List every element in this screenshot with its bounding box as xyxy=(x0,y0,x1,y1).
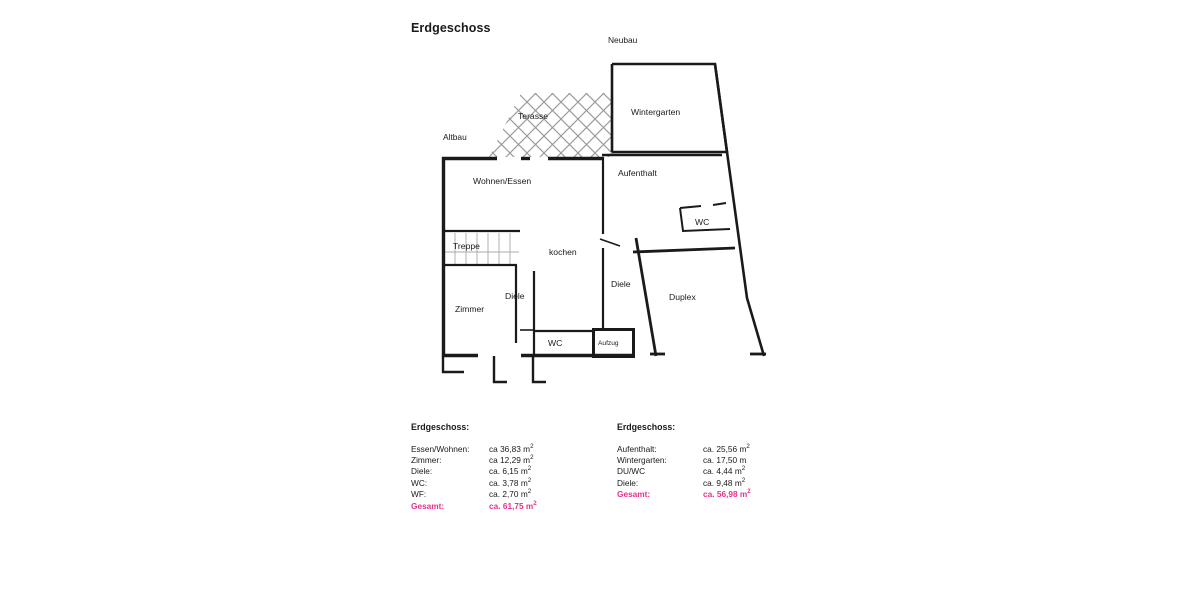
page-title: Erdgeschoss xyxy=(411,21,491,35)
room-label-duplex: Duplex xyxy=(669,292,696,302)
legend-right-title: Erdgeschoss: xyxy=(617,422,676,432)
legend-row: Zimmer: ca 12,29 m2 xyxy=(411,454,537,467)
legend-total-label: Gesamt: xyxy=(617,489,651,500)
legend-row: Diele: ca. 9,48 m2 xyxy=(617,476,751,490)
legend-label: WF: xyxy=(411,488,427,499)
legend-neubau: Erdgeschoss: Aufenthalt: ca. 25,56 m2 Wi… xyxy=(617,423,751,502)
legend-total-row: Gesamt: ca. 61,75 m2 xyxy=(411,500,537,513)
legend-label: Diele: xyxy=(617,477,639,488)
legend-row: WF: ca. 2,70 m2 xyxy=(411,488,537,501)
terrace-hatch-area xyxy=(489,93,612,157)
bottom-wall-stubs xyxy=(441,356,546,384)
wc-right-room xyxy=(679,202,731,233)
room-label-diele-left: Diele xyxy=(505,291,525,301)
legend-total-label: Gesamt: xyxy=(411,500,445,511)
legend-left-table: Essen/Wohnen: ca 36,83 m2 Zimmer: ca 12,… xyxy=(411,443,537,513)
legend-right-table: Aufenthalt: ca. 25,56 m2 Wintergarten: c… xyxy=(617,443,751,502)
label-neubau: Neubau xyxy=(608,35,638,45)
legend-label: Zimmer: xyxy=(411,455,442,466)
legend-value: ca. 17,50 m xyxy=(703,455,747,466)
legend-row: Wintergarten: ca. 17,50 m xyxy=(617,456,751,467)
legend-total-row: Gesamt: ca. 56,98 m2 xyxy=(617,488,751,502)
duplex-room xyxy=(632,237,766,357)
room-label-aufenthalt: Aufenthalt xyxy=(618,168,657,178)
room-label-wc-right: WC xyxy=(695,217,709,227)
label-altbau: Altbau xyxy=(443,132,467,142)
interior-walls xyxy=(443,157,605,356)
legend-value: ca. 9,48 m2 xyxy=(703,476,746,488)
legend-value: ca. 3,78 m2 xyxy=(489,476,532,488)
floorplan-drawing: Neubau Altbau Terasse Wintergarten Wohne… xyxy=(441,35,766,384)
room-label-treppe: Treppe xyxy=(453,241,480,251)
legend-row: WC: ca. 3,78 m2 xyxy=(411,476,537,490)
legend-label: Diele: xyxy=(411,466,433,477)
room-label-diele-right: Diele xyxy=(611,279,631,289)
legend-left-title: Erdgeschoss: xyxy=(411,422,470,432)
legend-value: ca. 4,44 m2 xyxy=(703,465,746,477)
room-label-aufzug: Aufzug xyxy=(598,340,619,347)
door-openings xyxy=(520,238,621,331)
legend-total-value: ca. 56,98 m2 xyxy=(703,488,751,500)
legend-row: DU/WC ca. 4,44 m2 xyxy=(617,465,751,478)
legend-label: Essen/Wohnen: xyxy=(411,443,470,454)
room-label-wintergarten: Wintergarten xyxy=(631,107,680,117)
legend-label: Wintergarten: xyxy=(617,455,667,466)
legend-altbau: Erdgeschoss: Essen/Wohnen: ca 36,83 m2 Z… xyxy=(411,423,537,513)
legend-value: ca 12,29 m2 xyxy=(489,454,534,466)
legend-value: ca. 2,70 m2 xyxy=(489,488,532,499)
room-label-wc-left: WC xyxy=(548,338,562,348)
legend-total-value: ca. 61,75 m2 xyxy=(489,500,537,511)
room-label-wohnen-essen: Wohnen/Essen xyxy=(473,176,531,186)
neubau-outline xyxy=(602,62,766,357)
legend-row: Essen/Wohnen: ca 36,83 m2 xyxy=(411,443,537,456)
legend-label: DU/WC xyxy=(617,466,646,477)
aufzug-box xyxy=(592,328,635,358)
legend-value: ca. 6,15 m2 xyxy=(489,465,532,477)
legend-label: WC: xyxy=(411,477,428,488)
staircase-steps xyxy=(444,233,519,264)
legend-value: ca 36,83 m2 xyxy=(489,443,534,454)
room-label-terasse: Terasse xyxy=(518,111,548,121)
exterior-walls xyxy=(441,156,634,358)
room-label-kochen: kochen xyxy=(549,247,577,257)
room-label-zimmer: Zimmer xyxy=(455,304,484,314)
legend-row: Aufenthalt: ca. 25,56 m2 xyxy=(617,443,751,456)
legend-row: Diele: ca. 6,15 m2 xyxy=(411,465,537,478)
legend-value: ca. 25,56 m2 xyxy=(703,443,750,454)
legend-label: Aufenthalt: xyxy=(617,443,657,454)
